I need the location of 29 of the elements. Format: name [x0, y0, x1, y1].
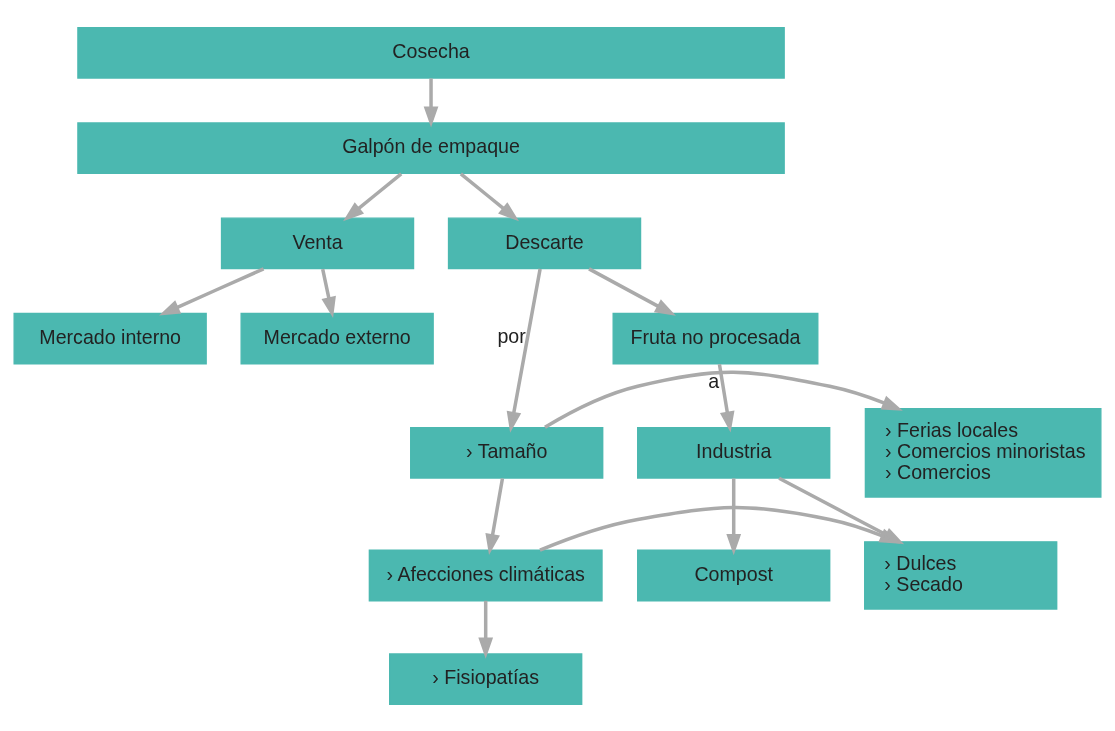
edge-label: por — [497, 324, 526, 347]
node-box: › Afecciones climáticas — [368, 549, 603, 601]
node-box: Cosecha — [77, 26, 785, 79]
arrow — [459, 171, 520, 221]
node-box: › Tamaño — [410, 426, 604, 479]
arrow — [485, 477, 505, 555]
edge-label: a — [708, 369, 720, 392]
arrow — [588, 266, 676, 316]
node-box: › Dulces › Secado — [864, 540, 1058, 610]
arrow — [544, 370, 903, 429]
node-box: Industria — [637, 426, 831, 479]
node-box: › Fisiopatías — [389, 652, 583, 705]
arrow — [343, 171, 403, 221]
node-box: Mercado interno — [13, 312, 207, 365]
node-box: Fruta no procesada — [612, 312, 819, 365]
node-box: Descarte — [447, 216, 642, 269]
arrow — [321, 268, 336, 318]
node-box: Compost — [637, 549, 831, 601]
arrow — [506, 268, 542, 433]
arrow — [159, 266, 265, 315]
arrow — [423, 78, 439, 128]
arrow — [539, 505, 901, 552]
node-box: Galpón de empaque — [77, 121, 785, 174]
node-box: Mercado externo — [240, 312, 434, 365]
node-box: Venta — [220, 216, 415, 269]
arrow — [726, 478, 742, 555]
arrow — [717, 363, 735, 433]
arrow — [478, 600, 494, 659]
node-box: › Ferias locales › Comercios minoristas › Comercios — [864, 407, 1102, 498]
